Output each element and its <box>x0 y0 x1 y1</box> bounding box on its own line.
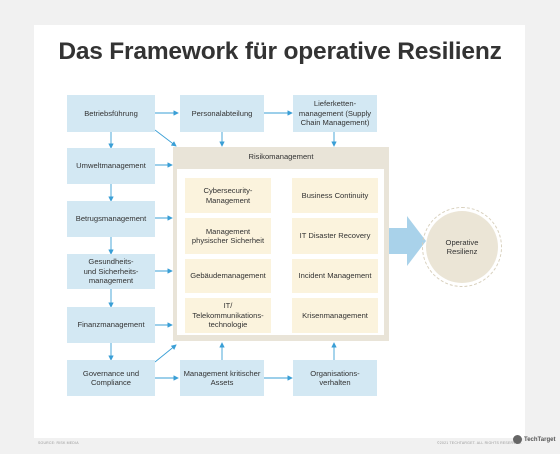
box-cybersecurity: Cybersecurity- Management <box>185 178 271 213</box>
connector-line <box>154 344 177 363</box>
box-betrugsmanagement: Betrugsmanagement <box>67 201 155 237</box>
outcome-circle: Operative Resilienz <box>426 211 498 283</box>
box-it-disaster-recovery: IT Disaster Recovery <box>292 218 378 254</box>
box-finanzmanagement: Finanzmanagement <box>67 307 155 343</box>
box-business-continuity: Business Continuity <box>292 178 378 213</box>
logo-text: TechTarget <box>524 436 556 443</box>
techtarget-logo: TechTarget <box>513 435 555 444</box>
box-lieferkettenmanagement: Lieferketten- management (Supply Chain M… <box>293 95 377 132</box>
risk-management-title: Risikomanagement <box>248 152 314 161</box>
logo-mark-icon <box>513 435 522 444</box>
box-incident-management: Incident Management <box>292 259 378 293</box>
source-note: SOURCE: RISK MEDIA <box>38 441 79 445</box>
box-it-telekommunikation: IT/ Telekommunikations- technologie <box>185 298 271 333</box>
page-title: Das Framework für operative Resilienz <box>58 38 502 65</box>
box-umweltmanagement: Umweltmanagement <box>67 148 155 184</box>
connector-line <box>154 129 177 147</box>
box-gesundheit-sicherheit: Gesundheits- und Sicherheits- management <box>67 254 155 289</box>
copyright-note: ©2021 TECHTARGET. ALL RIGHTS RESERVED. <box>437 441 523 445</box>
outcome-ring <box>422 207 502 287</box>
box-physische-sicherheit: Management physischer Sicherheit <box>185 218 271 254</box>
box-kritische-assets: Management kritischer Assets <box>180 360 264 396</box>
box-personalabteilung: Personalabteilung <box>180 95 264 132</box>
box-organisationsverhalten: Organisations- verhalten <box>293 360 377 396</box>
box-krisenmanagement: Krisenmanagement <box>292 298 378 333</box>
box-betriebsfuehrung: Betriebsführung <box>67 95 155 132</box>
box-gebaeudemanagement: Gebäudemanagement <box>185 259 271 293</box>
box-governance-compliance: Governance und Compliance <box>67 360 155 396</box>
output-arrow <box>389 216 426 266</box>
